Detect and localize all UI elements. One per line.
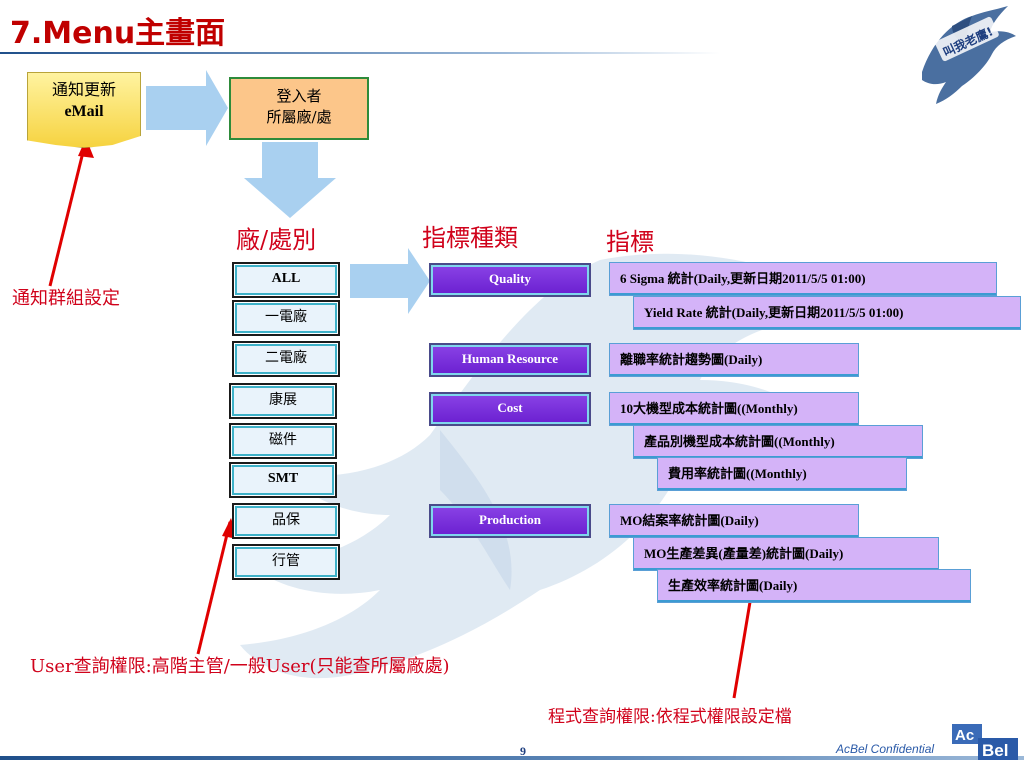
notify-line2: eMail [64, 103, 104, 120]
header-indicator: 指標 [606, 228, 654, 256]
indicator-mo-close-rate[interactable]: MO結案率統計圖(Daily) [609, 504, 859, 538]
factory-item-kangzhan[interactable]: 康展 [229, 383, 337, 419]
footer-divider [0, 756, 1024, 760]
annotation-program-permission: 程式查詢權限:依程式權限設定檔 [548, 707, 792, 727]
indicator-yield-rate[interactable]: Yield Rate 統計(Daily,更新日期2011/5/5 01:00) [633, 296, 1021, 330]
factory-item-smt[interactable]: SMT [229, 462, 337, 498]
page-title: 7.Menu主畫面 [10, 16, 226, 51]
indicator-turnover[interactable]: 離職率統計趨勢圖(Daily) [609, 343, 859, 377]
annotation-user-permission: User查詢權限:高階主管/一般User(只能查所屬廠處) [30, 656, 450, 677]
eagle-logo-icon: 叫我老鷹! [922, 6, 1016, 104]
login-user-box: 登入者 所屬廠/處 [229, 77, 369, 140]
factory-item-plant1[interactable]: 一電廠 [232, 300, 340, 336]
factory-item-qa[interactable]: 品保 [232, 503, 340, 539]
acbel-logo-icon: Ac Bel [952, 724, 1018, 760]
red-arrow-notify [48, 139, 88, 287]
indicator-product-cost[interactable]: 產品別機型成本統計圖((Monthly) [633, 425, 923, 459]
factory-item-all[interactable]: ALL [232, 262, 340, 298]
indicator-mo-variance[interactable]: MO生產差異(產量差)統計圖(Daily) [633, 537, 939, 571]
arrow-right-factory-category [350, 248, 430, 314]
indicator-expense-rate[interactable]: 費用率統計圖((Monthly) [657, 457, 907, 491]
notify-line1: 通知更新 [51, 80, 116, 99]
indicator-top10-cost[interactable]: 10大機型成本統計圖((Monthly) [609, 392, 859, 426]
confidential-label: AcBel Confidential [836, 742, 935, 756]
login-line1: 登入者 [276, 87, 322, 105]
header-category: 指標種類 [422, 224, 518, 252]
category-quality[interactable]: Quality [429, 263, 591, 297]
category-human-resource[interactable]: Human Resource [429, 343, 591, 377]
logo-text-bottom: Bel [982, 741, 1008, 760]
factory-item-plant2[interactable]: 二電廠 [232, 341, 340, 377]
logo-text-top: Ac [955, 727, 974, 744]
annotation-notify-group: 通知群組設定 [12, 288, 120, 309]
title-divider [0, 52, 720, 54]
category-production[interactable]: Production [429, 504, 591, 538]
arrow-right-notify-login [146, 70, 228, 146]
red-arrow-user [196, 521, 232, 655]
indicator-6sigma[interactable]: 6 Sigma 統計(Daily,更新日期2011/5/5 01:00) [609, 262, 997, 296]
arrow-down-login-factory [244, 142, 336, 218]
login-line2: 所屬廠/處 [266, 108, 332, 126]
category-cost[interactable]: Cost [429, 392, 591, 426]
factory-item-magnetics[interactable]: 磁件 [229, 423, 337, 459]
indicator-efficiency[interactable]: 生產效率統計圖(Daily) [657, 569, 971, 603]
header-factory: 廠/處別 [236, 226, 317, 254]
notify-email-box: 通知更新 eMail [27, 72, 141, 148]
factory-item-admin[interactable]: 行管 [232, 544, 340, 580]
page-number: 9 [520, 744, 526, 758]
